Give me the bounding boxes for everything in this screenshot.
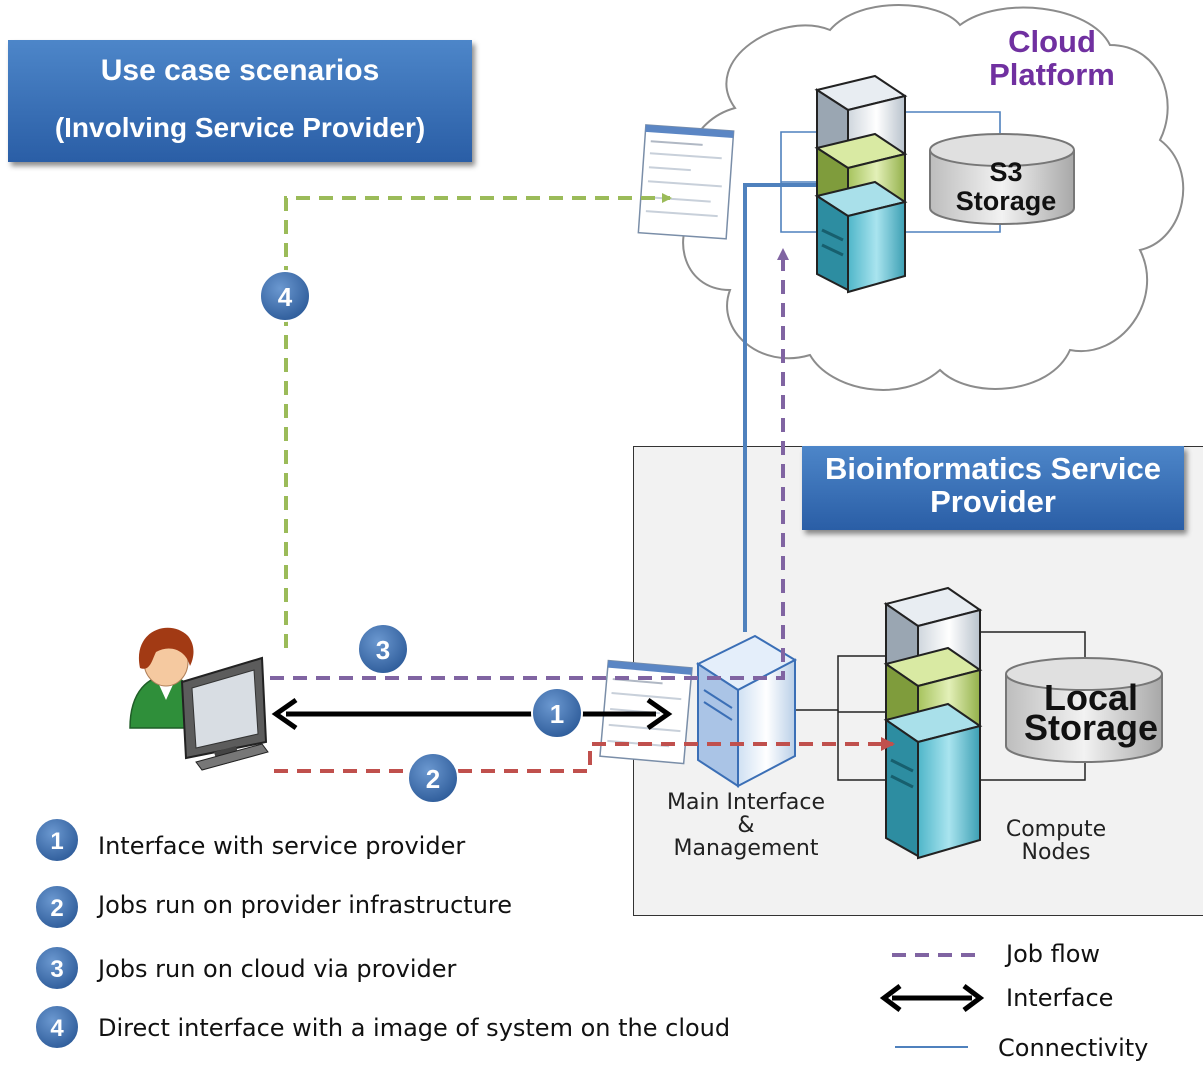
legend-text-4: Direct interface with a image of system … (98, 1014, 731, 1042)
s3-storage-cylinder (929, 133, 1075, 225)
interface-double-arrow (271, 697, 673, 731)
compute-nodes-label-line2: Nodes (1021, 840, 1091, 865)
marker-1: 1 (531, 687, 583, 739)
legend-marker-3-label: 3 (50, 956, 63, 983)
compute-nodes-label-line1: Compute (1005, 817, 1107, 842)
main-interface-label: Main Interface & Management (650, 791, 842, 860)
s3-label-line2: Storage (956, 186, 1057, 216)
legend-marker-2-label: 2 (50, 895, 63, 922)
cloud-title-line2: Platform (989, 57, 1115, 92)
legend-text-1: Interface with service provider (98, 832, 466, 860)
diagram-title: Use case scenarios (100, 54, 380, 87)
legend-marker-2: 2 (34, 884, 80, 930)
provider-title-line1: Bioinformatics Service (825, 451, 1161, 486)
s3-label-line1: S3 (989, 157, 1022, 187)
marker-3-label: 3 (376, 635, 390, 665)
key-job-flow-label: Job flow (1006, 940, 1101, 968)
key-connectivity-label: Connectivity (998, 1034, 1149, 1062)
marker-2-label: 2 (426, 764, 440, 794)
marker-3: 3 (357, 623, 409, 675)
marker-4-label: 4 (278, 282, 293, 312)
legend-marker-4-label: 4 (50, 1015, 64, 1042)
legend-marker-1-label: 1 (50, 828, 63, 855)
main-interface-label-line1: Main Interface (666, 790, 825, 815)
compute-server-blue (883, 702, 983, 860)
legend-text-3: Jobs run on cloud via provider (98, 955, 457, 983)
main-to-cloud-connectivity (743, 183, 816, 632)
main-interface-label-line2: & (737, 813, 755, 838)
marker-2: 2 (407, 752, 459, 804)
cloud-app-window (637, 124, 735, 240)
main-interface-label-line3: Management (673, 836, 819, 861)
legend-marker-3: 3 (34, 945, 80, 991)
provider-title: Bioinformatics Service Provider (802, 446, 1184, 530)
job-flow-cloud-path (270, 248, 789, 680)
main-interface-server (695, 634, 798, 788)
marker-4: 4 (259, 270, 311, 322)
cloud-server-blue (814, 180, 908, 294)
legend-marker-4: 4 (34, 1004, 80, 1050)
local-storage-label-line1: Local (1044, 677, 1138, 718)
key-interface-label: Interface (1006, 984, 1114, 1012)
user-computer-icon (180, 656, 269, 771)
cloud-title-line1: Cloud (1008, 24, 1096, 59)
compute-nodes-label: Compute Nodes (990, 818, 1122, 864)
marker-1-label: 1 (550, 699, 564, 729)
legend-text-2: Jobs run on provider infrastructure (98, 891, 513, 919)
local-storage-label-line2: Storage (1024, 707, 1158, 748)
direct-cloud-interface-path (284, 193, 672, 648)
title-banner: Use case scenarios (Involving Service Pr… (8, 40, 472, 162)
key-interface-arrow (879, 984, 985, 1012)
provider-title-line2: Provider (930, 484, 1056, 519)
legend-marker-1: 1 (34, 817, 80, 863)
job-flow-provider-path (274, 737, 895, 773)
diagram-subtitle: (Involving Service Provider) (54, 112, 426, 143)
local-storage-cylinder (1005, 657, 1163, 763)
